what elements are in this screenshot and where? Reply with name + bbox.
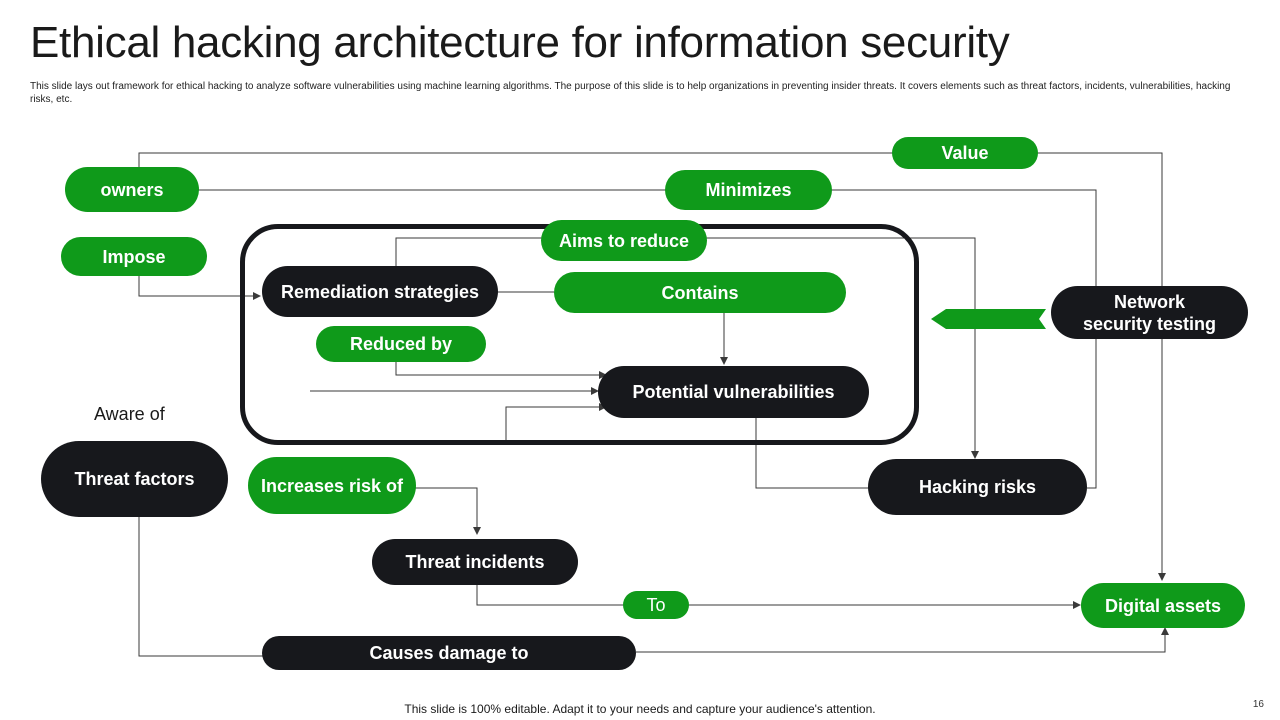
connector-to <box>476 584 1081 609</box>
node-remediation-strategies: Remediation strategies <box>262 266 498 317</box>
page-title: Ethical hacking architecture for informa… <box>30 18 1010 67</box>
node-reduced-by: Reduced by <box>316 326 486 362</box>
node-to: To <box>623 591 689 619</box>
page-subtitle: This slide lays out framework for ethica… <box>30 81 1231 105</box>
node-aims-to-reduce: Aims to reduce <box>541 220 707 261</box>
connector-threat-causes <box>138 516 263 657</box>
node-network-security-testing: Network security testing <box>1051 286 1248 339</box>
node-causes-damage-to: Causes damage to <box>262 636 636 670</box>
node-contains: Contains <box>554 272 846 313</box>
node-network-security-testing-line2: security testing <box>1082 313 1217 334</box>
footer-note: This slide is 100% editable. Adapt it to… <box>404 702 876 716</box>
node-impose: Impose <box>61 237 207 276</box>
connector-minimizes <box>198 189 1097 489</box>
node-value: Value <box>892 137 1038 169</box>
connector-reduced-by <box>395 362 607 379</box>
node-network-security-testing-line1: Network <box>1113 291 1185 312</box>
node-hacking-risks: Hacking risks <box>868 459 1087 515</box>
page-number: 16 <box>1252 699 1264 710</box>
label-aware-of: Aware of <box>94 404 165 424</box>
node-threat-factors: Threat factors <box>41 441 228 517</box>
node-threat-incidents: Threat incidents <box>372 539 578 585</box>
node-minimizes: Minimizes <box>665 170 832 210</box>
connector-impose <box>138 275 261 300</box>
connector-increases-risk <box>415 487 481 535</box>
green-left-arrow-shape <box>931 309 1046 329</box>
node-digital-assets: Digital assets <box>1081 583 1245 628</box>
node-owners: owners <box>65 167 199 212</box>
node-increases-risk-of: Increases risk of <box>248 457 416 514</box>
connector-bottom-input <box>505 403 607 441</box>
connector-causes-digital <box>636 627 1169 653</box>
node-potential-vulnerabilities: Potential vulnerabilities <box>598 366 869 418</box>
